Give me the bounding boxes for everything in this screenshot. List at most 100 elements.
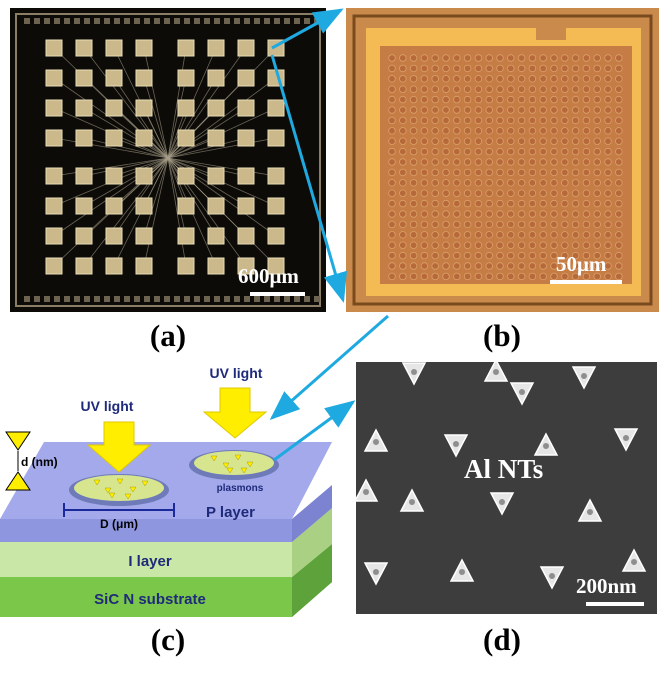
hole bbox=[388, 231, 396, 239]
hole bbox=[463, 220, 472, 229]
hole bbox=[409, 210, 418, 218]
hole bbox=[485, 95, 493, 104]
hole bbox=[593, 272, 601, 281]
trace bbox=[143, 157, 169, 267]
hole bbox=[420, 106, 429, 114]
hole bbox=[517, 220, 526, 229]
hole bbox=[571, 54, 580, 62]
edge-pad bbox=[44, 18, 50, 24]
hole bbox=[582, 137, 591, 145]
hole bbox=[615, 137, 623, 145]
hole bbox=[582, 106, 591, 114]
edge-pad bbox=[134, 296, 140, 302]
hole bbox=[420, 168, 429, 177]
nanotriangle-core bbox=[581, 373, 587, 379]
hole bbox=[528, 64, 537, 73]
hole bbox=[485, 231, 493, 239]
hole bbox=[507, 199, 515, 208]
hole bbox=[453, 179, 461, 187]
hole bbox=[431, 262, 439, 270]
hole bbox=[528, 127, 537, 135]
hole bbox=[420, 64, 429, 73]
hole bbox=[453, 85, 461, 93]
hole bbox=[399, 179, 407, 187]
edge-pad bbox=[244, 18, 250, 24]
hole bbox=[485, 199, 493, 208]
hole bbox=[615, 64, 623, 73]
i-layer-label: I layer bbox=[128, 553, 172, 570]
edge-pad bbox=[44, 296, 50, 302]
hole bbox=[571, 262, 580, 270]
hole bbox=[474, 54, 483, 62]
edge-pad bbox=[264, 18, 270, 24]
hole bbox=[517, 189, 526, 197]
hole bbox=[517, 137, 526, 145]
hole bbox=[420, 231, 429, 239]
hole bbox=[528, 75, 537, 83]
pixel-pad bbox=[75, 99, 93, 117]
hole bbox=[409, 220, 418, 229]
pixel-pad bbox=[177, 197, 195, 215]
hole bbox=[604, 220, 612, 229]
nanotriangle-core bbox=[373, 569, 379, 575]
edge-pad bbox=[254, 18, 260, 24]
hole bbox=[550, 241, 558, 249]
edge-pad bbox=[34, 296, 40, 302]
edge-pad bbox=[144, 18, 150, 24]
hole bbox=[442, 262, 450, 270]
hole bbox=[571, 231, 580, 239]
arrow-c-to-d bbox=[273, 400, 356, 462]
hole bbox=[550, 231, 558, 239]
hole bbox=[420, 54, 429, 62]
hole bbox=[399, 54, 407, 62]
hole bbox=[507, 251, 515, 260]
nanotriangle bbox=[240, 467, 248, 474]
pixel-pad bbox=[45, 69, 63, 87]
hole bbox=[496, 158, 504, 166]
hole bbox=[604, 147, 612, 156]
pixel-pad bbox=[207, 227, 225, 245]
hole bbox=[582, 210, 591, 218]
hole bbox=[388, 179, 396, 187]
hole bbox=[496, 147, 504, 156]
hole bbox=[485, 241, 493, 249]
pixel-pad bbox=[135, 39, 153, 57]
label-c: (c) bbox=[150, 622, 186, 657]
hole bbox=[474, 168, 483, 177]
pixel-pad bbox=[45, 99, 63, 117]
nanotriangle bbox=[129, 486, 137, 493]
label-d: (d) bbox=[483, 622, 521, 657]
hole bbox=[442, 189, 450, 197]
hole bbox=[420, 262, 429, 270]
edge-pad bbox=[294, 296, 300, 302]
hole bbox=[582, 116, 591, 125]
hole bbox=[539, 137, 547, 145]
hole bbox=[496, 85, 504, 93]
hole bbox=[496, 272, 504, 281]
pixel-pad bbox=[267, 99, 285, 117]
hole bbox=[615, 127, 623, 135]
hole bbox=[571, 251, 580, 260]
hole bbox=[561, 75, 569, 83]
hole bbox=[453, 251, 461, 260]
hole bbox=[593, 85, 601, 93]
hole bbox=[399, 137, 407, 145]
hole bbox=[550, 189, 558, 197]
hole bbox=[431, 179, 439, 187]
hole bbox=[571, 220, 580, 229]
hole bbox=[463, 241, 472, 249]
pixel-pad bbox=[207, 99, 225, 117]
trace bbox=[167, 157, 187, 237]
edge-pad bbox=[84, 18, 90, 24]
hole bbox=[507, 168, 515, 177]
hole bbox=[604, 116, 612, 125]
hole bbox=[431, 95, 439, 104]
i-layer bbox=[0, 508, 332, 577]
edge-pad bbox=[224, 296, 230, 302]
plasmons-label: plasmons bbox=[217, 483, 264, 494]
hole bbox=[539, 220, 547, 229]
hole bbox=[539, 231, 547, 239]
pixel-pad bbox=[105, 39, 123, 57]
hole bbox=[593, 210, 601, 218]
